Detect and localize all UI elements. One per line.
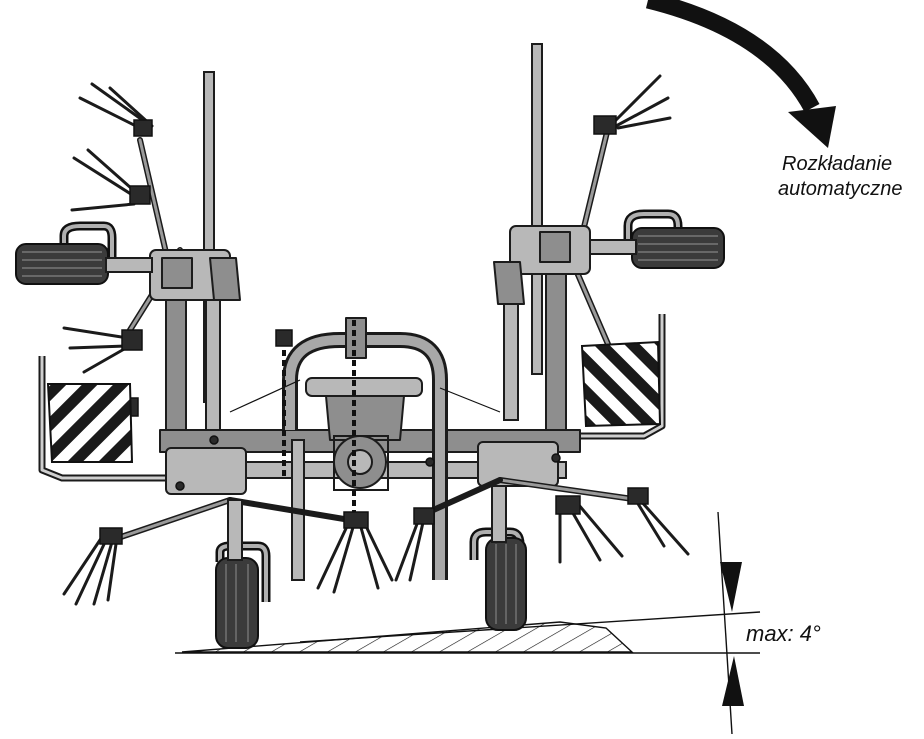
headstock xyxy=(282,317,448,580)
transport-poles xyxy=(203,43,543,403)
fittings xyxy=(175,379,561,491)
right-warning-panel xyxy=(520,314,666,440)
rake-machine xyxy=(15,43,725,649)
left-lower-tines xyxy=(62,497,394,606)
right-column xyxy=(493,225,591,441)
left-column xyxy=(149,249,241,451)
deploy-label-line2: automatyczne xyxy=(778,178,903,200)
deploy-label-line1: Rozkładanie xyxy=(782,153,892,175)
ground-slope xyxy=(175,611,761,654)
angle-dimension xyxy=(717,511,744,735)
right-lower-tines xyxy=(394,477,690,582)
curved-arrow-icon xyxy=(645,0,836,148)
left-ground-wheel xyxy=(215,499,271,649)
right-upper-wheel xyxy=(589,209,725,269)
left-warning-panel xyxy=(38,356,180,482)
right-ground-wheel xyxy=(469,485,527,631)
slope-angle-label: max: 4° xyxy=(746,621,821,646)
left-upper-wheel xyxy=(15,221,153,285)
